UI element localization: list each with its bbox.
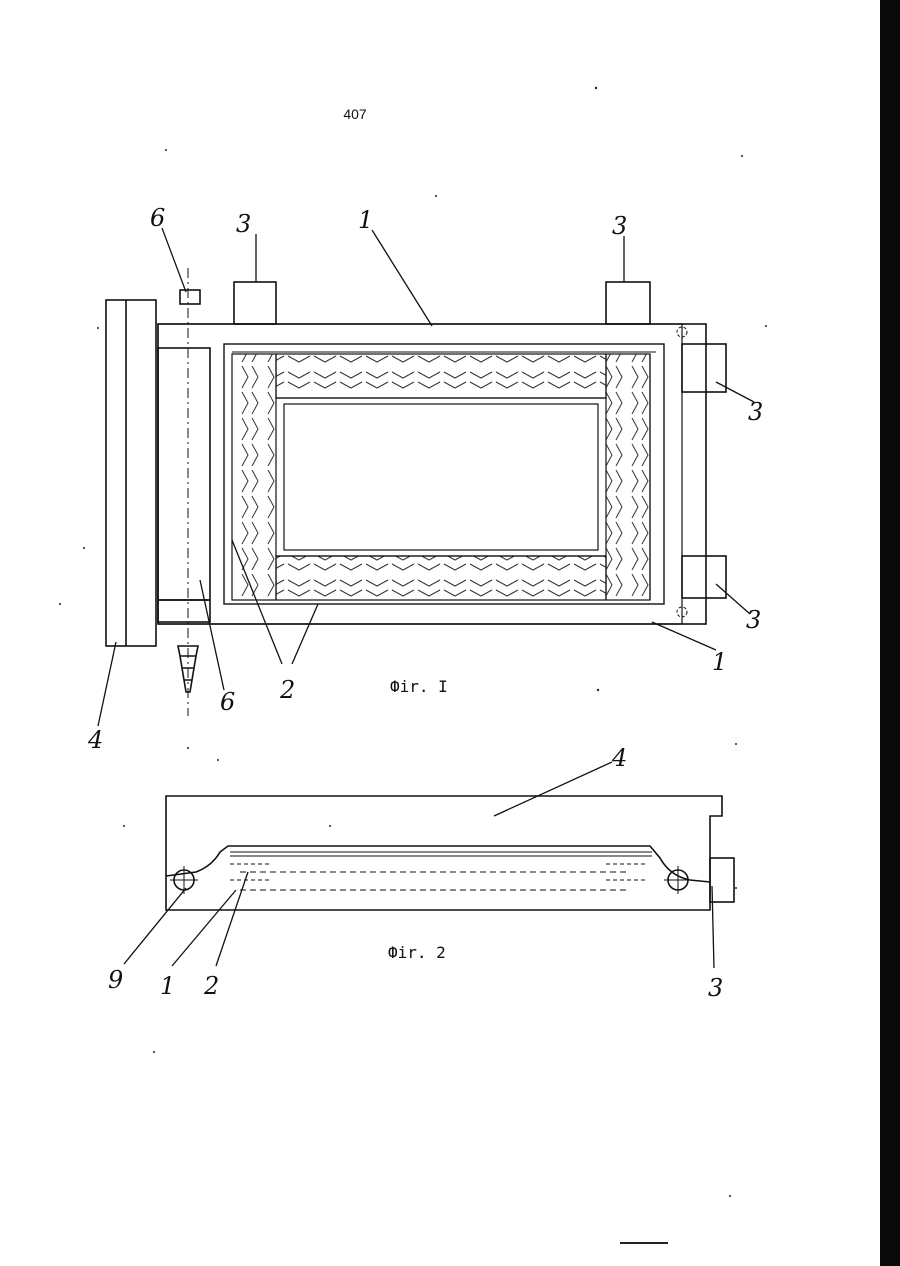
fig2-label-9: 9	[108, 966, 123, 994]
label-3-right-lower: 3	[746, 606, 761, 634]
label-1-top: 1	[358, 206, 373, 234]
fig2-caption: Фir. 2	[388, 943, 446, 962]
scan-edge-band	[880, 0, 900, 1266]
part-4-side-plate	[106, 300, 156, 646]
label-3-top-left: 3	[236, 210, 251, 238]
figure-2	[166, 796, 734, 910]
fig2-leaders	[124, 762, 714, 968]
fig2-label-3: 3	[708, 974, 723, 1002]
label-6-bottom: 6	[220, 688, 235, 716]
scan-specks	[59, 87, 767, 1197]
label-1-bottom: 1	[712, 648, 727, 676]
fig2-label-2: 2	[203, 972, 219, 1000]
label-3-right-upper: 3	[748, 398, 763, 426]
part-3-lug-side	[710, 858, 734, 902]
part-6-tube	[158, 268, 210, 716]
fig2-label-4: 4	[611, 744, 627, 772]
figure-1	[106, 268, 726, 716]
label-6-top: 6	[150, 204, 165, 232]
label-3-top-right: 3	[612, 212, 627, 240]
fig2-label-1: 1	[160, 972, 175, 1000]
label-4-left: 4	[87, 726, 103, 754]
part-4-plate-profile	[166, 796, 722, 910]
bottom-rule	[620, 1242, 668, 1244]
fig1-caption: Фir. I	[390, 677, 448, 696]
part-2-inserts	[232, 354, 650, 600]
part-2-insert-section	[230, 852, 652, 890]
label-2: 2	[279, 676, 295, 704]
